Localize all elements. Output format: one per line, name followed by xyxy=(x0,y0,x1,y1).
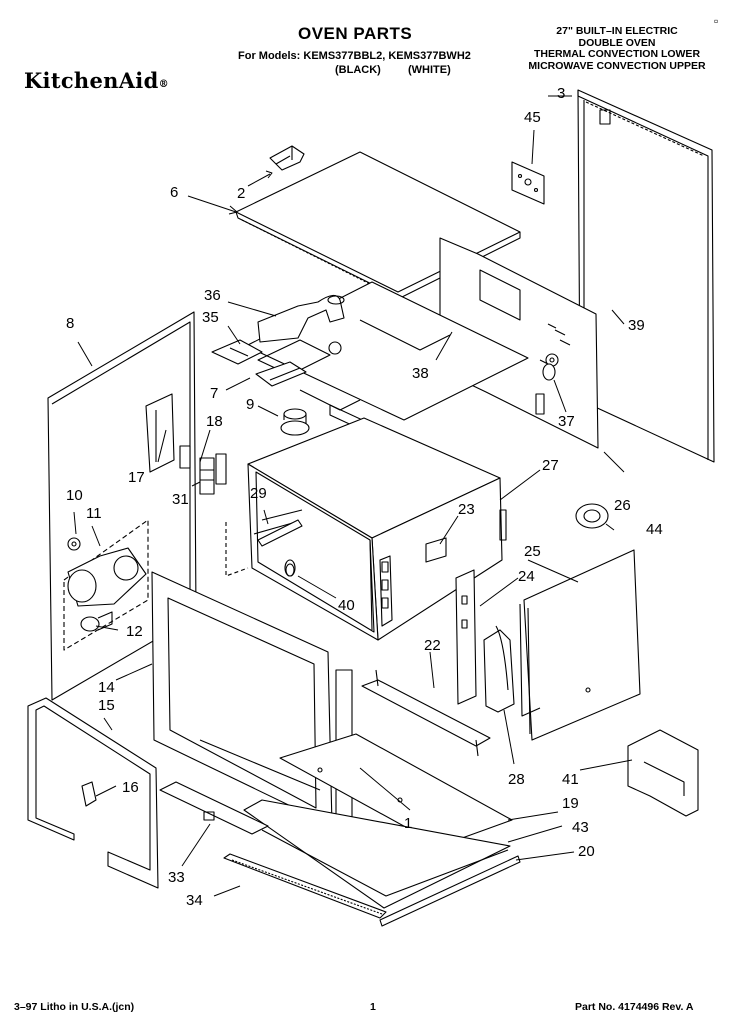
bottom-trim-part-20 xyxy=(379,855,521,927)
page-title: OVEN PARTS xyxy=(298,24,413,43)
bracket-part-41 xyxy=(627,729,699,817)
motor-part-9 xyxy=(280,408,341,446)
footer-page-number: 1 xyxy=(370,1001,376,1013)
part-label-45: 45 xyxy=(524,109,541,126)
part-label-28: 28 xyxy=(508,771,525,788)
vent-part-33 xyxy=(159,781,269,835)
grommet-part-44 xyxy=(575,503,609,529)
lamp-housing-part-11 xyxy=(67,547,147,607)
rail-part-24 xyxy=(455,569,477,705)
part-label-7: 7 xyxy=(210,385,219,402)
part-label-16: 16 xyxy=(122,779,139,796)
part-label-1: 1 xyxy=(404,815,413,832)
part-label-15: 15 xyxy=(98,697,115,714)
bracket-part-17 xyxy=(145,393,175,473)
part-label-43: 43 xyxy=(572,819,589,836)
rear-panel xyxy=(577,89,715,463)
brand-name: KitchenAid xyxy=(24,68,159,93)
part-label-10: 10 xyxy=(66,487,83,504)
latch-part-16 xyxy=(81,781,97,807)
part-label-44: 44 xyxy=(646,521,663,538)
part-label-22: 22 xyxy=(424,637,441,654)
bracket-part-23 xyxy=(425,537,447,563)
brand-mark: ® xyxy=(158,79,169,90)
part-label-24: 24 xyxy=(518,568,535,585)
part-label-3: 3 xyxy=(557,85,566,102)
part-label-11: 11 xyxy=(86,505,102,522)
switch-part-18 xyxy=(179,445,227,485)
part-label-6: 6 xyxy=(170,184,179,201)
light-part-40 xyxy=(285,563,295,577)
part-37 xyxy=(542,363,556,381)
part-label-25: 25 xyxy=(524,543,541,560)
part-label-8: 8 xyxy=(66,315,75,332)
part-label-33: 33 xyxy=(168,869,185,886)
element-part-29 xyxy=(257,519,303,547)
corner-mark: ▫ xyxy=(714,14,719,28)
part-label-18: 18 xyxy=(206,413,223,430)
grille-part-34 xyxy=(223,853,387,919)
part-label-14: 14 xyxy=(98,679,115,696)
bracket-part-2 xyxy=(269,145,305,171)
part-label-19: 19 xyxy=(562,795,579,812)
part-label-31: 31 xyxy=(172,491,189,508)
part-label-12: 12 xyxy=(126,623,143,640)
part-label-38: 38 xyxy=(412,365,429,382)
part-label-9: 9 xyxy=(246,396,255,413)
color-white: (WHITE) xyxy=(408,64,451,76)
part-label-34: 34 xyxy=(186,892,203,909)
product-line-3: THERMAL CONVECTION LOWER xyxy=(533,48,701,60)
hinge-part-28 xyxy=(483,625,515,713)
leader-arrows xyxy=(73,95,633,897)
part-label-17: 17 xyxy=(128,469,145,486)
bracket-part-35 xyxy=(211,339,263,365)
footer-part-number: Part No. 4174496 Rev. A xyxy=(575,1001,694,1013)
gasket-part-15 xyxy=(27,697,159,889)
part-label-20: 20 xyxy=(578,843,595,860)
rail-part-22 xyxy=(361,669,491,757)
brand-logo: KitchenAid® xyxy=(24,68,169,93)
side-panel-part-25 xyxy=(519,549,641,741)
part-label-2: 2 xyxy=(237,185,246,202)
part-label-36: 36 xyxy=(204,287,221,304)
part-label-23: 23 xyxy=(458,501,475,518)
bottom-panel-part-43 xyxy=(243,799,511,909)
bulb-part-12 xyxy=(80,611,113,632)
lamp-part-10 xyxy=(67,537,81,551)
switch-part-31 xyxy=(199,457,215,495)
product-line-4: MICROWAVE CONVECTION UPPER xyxy=(528,59,706,72)
duct-part-36 xyxy=(257,294,345,343)
part-label-37: 37 xyxy=(558,413,575,430)
part-label-39: 39 xyxy=(628,317,645,334)
part-label-29: 29 xyxy=(250,485,267,502)
product-line-1: 27" BUILT–IN ELECTRIC xyxy=(556,25,678,37)
product-description: 27" BUILT–IN ELECTRIC DOUBLE OVEN THERMA… xyxy=(506,25,728,72)
footer-litho: 3–97 Litho in U.S.A.(jcn) xyxy=(14,1001,135,1013)
part-label-35: 35 xyxy=(202,309,219,326)
part-label-41: 41 xyxy=(562,771,579,788)
part-label-26: 26 xyxy=(614,497,631,514)
color-black: (BLACK) xyxy=(335,64,381,76)
part-label-27: 27 xyxy=(542,457,559,474)
part-label-40: 40 xyxy=(338,597,355,614)
product-line-2: DOUBLE OVEN xyxy=(578,36,656,49)
models-line: For Models: KEMS377BBL2, KEMS377BWH2 xyxy=(238,50,471,62)
bracket-part-7 xyxy=(255,361,307,387)
bracket-part-45 xyxy=(511,161,545,205)
